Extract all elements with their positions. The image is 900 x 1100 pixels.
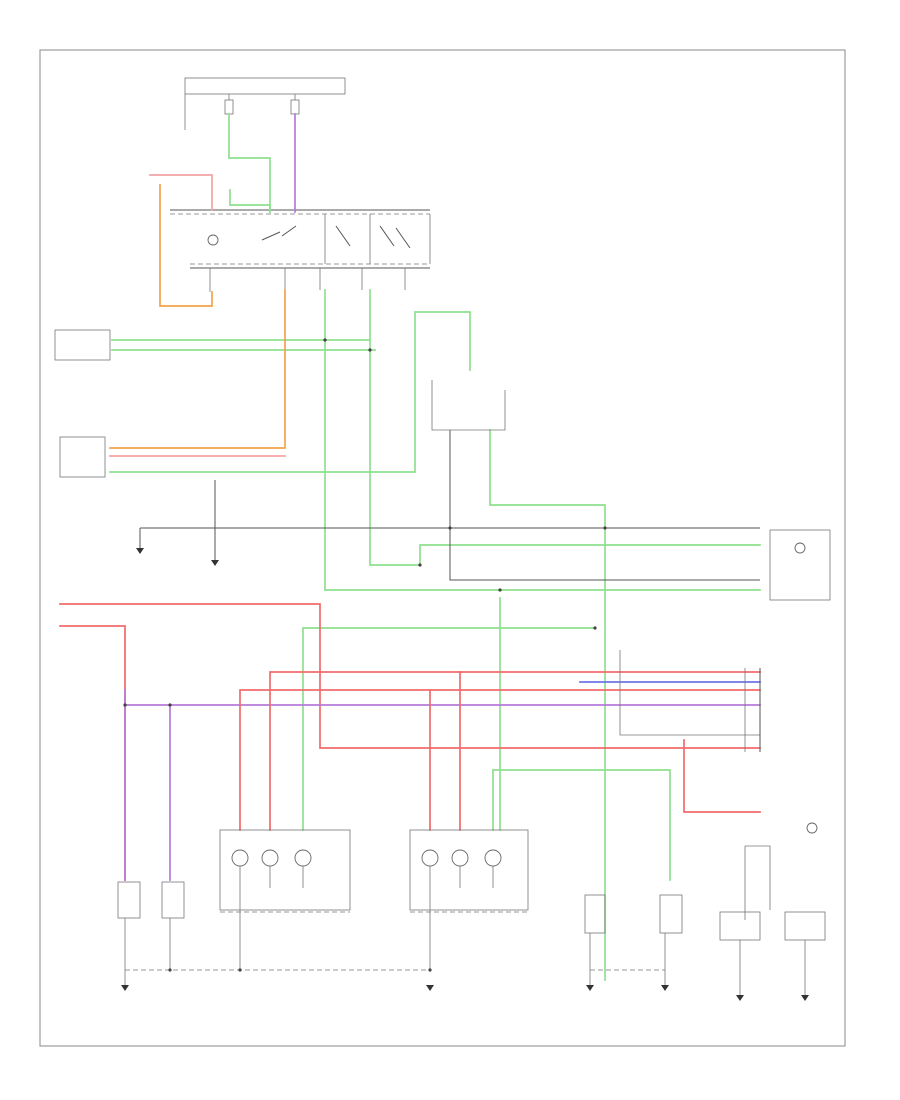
control-module-right bbox=[744, 529, 831, 920]
combination-switch-block bbox=[170, 209, 431, 292]
wires-top bbox=[109, 113, 471, 473]
ground-icon bbox=[661, 985, 669, 991]
junction-dots bbox=[123, 338, 607, 972]
ground-icon bbox=[136, 548, 144, 554]
fuse-block-top bbox=[184, 77, 346, 130]
ground-icon bbox=[211, 560, 219, 566]
ground-points bbox=[121, 548, 809, 1001]
bulb-icon bbox=[806, 822, 818, 834]
fuse-icon bbox=[224, 99, 234, 115]
lamp-sockets-left bbox=[117, 881, 430, 985]
ground-icon bbox=[426, 985, 434, 991]
switch-icon bbox=[261, 225, 411, 249]
bulb-icon bbox=[207, 234, 219, 246]
wires-bus bbox=[59, 603, 761, 881]
bulb-icon bbox=[794, 542, 806, 554]
left-connectors bbox=[54, 329, 111, 478]
ground-icon bbox=[736, 995, 744, 1001]
wires-middle bbox=[139, 289, 761, 981]
lamp-sockets-right bbox=[584, 894, 826, 995]
ground-icon bbox=[801, 995, 809, 1001]
diagram-frame bbox=[39, 49, 846, 1047]
lamp-assembly-right bbox=[409, 829, 529, 970]
ground-icon bbox=[586, 985, 594, 991]
lamp-assembly-left bbox=[219, 829, 351, 970]
ground-icon bbox=[121, 985, 129, 991]
fuse-icon bbox=[290, 99, 300, 115]
